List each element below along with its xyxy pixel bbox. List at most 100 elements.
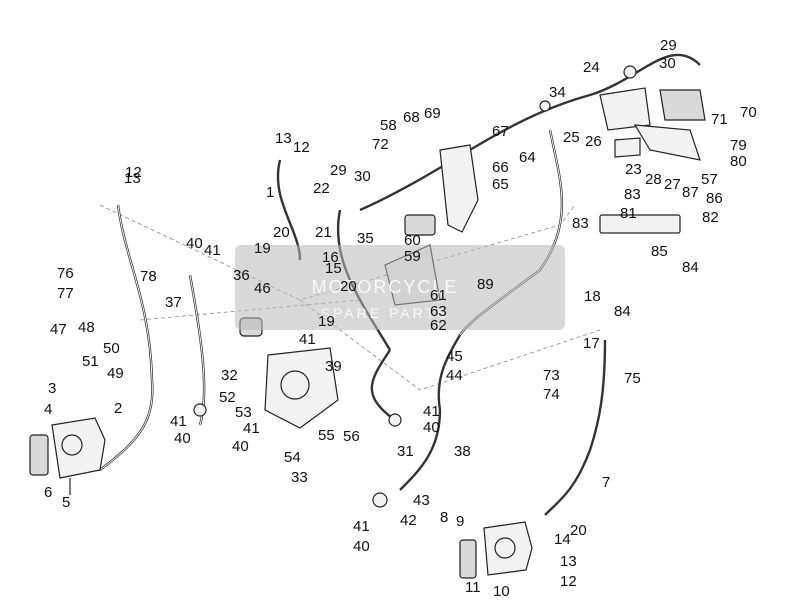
callout-53: 53 [235,404,252,421]
callout-13: 13 [124,170,141,187]
callout-5: 5 [62,494,70,511]
callout-26: 26 [585,133,602,150]
callout-40: 40 [353,538,370,555]
callout-31: 31 [397,443,414,460]
callout-34: 34 [549,84,566,101]
callout-69: 69 [424,105,441,122]
callout-84: 84 [614,303,631,320]
callout-15: 15 [325,260,342,277]
callout-85: 85 [651,243,668,260]
callout-73: 73 [543,367,560,384]
callout-81: 81 [620,205,637,222]
callout-41: 41 [170,413,187,430]
callout-12: 12 [293,139,310,156]
callout-32: 32 [221,367,238,384]
callout-7: 7 [602,474,610,491]
callout-77: 77 [57,285,74,302]
callout-19: 19 [318,313,335,330]
rear-brake-hose-upper [359,53,701,516]
callout-42: 42 [400,512,417,529]
callout-27: 27 [664,176,681,193]
callout-21: 21 [315,224,332,241]
callout-45: 45 [446,348,463,365]
callout-86: 86 [706,190,723,207]
callout-64: 64 [519,149,536,166]
callout-13: 13 [560,553,577,570]
callout-54: 54 [284,449,301,466]
callout-59: 59 [404,248,421,265]
callout-44: 44 [446,367,463,384]
callout-41: 41 [353,518,370,535]
callout-8: 8 [440,509,448,526]
callout-79: 79 [730,137,747,154]
callout-30: 30 [659,55,676,72]
callout-41: 41 [204,242,221,259]
front-caliper-left [29,417,106,495]
callout-84: 84 [682,259,699,276]
callout-46: 46 [254,280,271,297]
callout-9: 9 [456,513,464,530]
callout-70: 70 [740,104,757,121]
callout-19: 19 [254,240,271,257]
callout-40: 40 [186,235,203,252]
watermark: MOTORCYCLE SPARE PARTS [235,245,565,330]
callout-40: 40 [423,419,440,436]
callout-40: 40 [174,430,191,447]
callout-83: 83 [624,186,641,203]
callout-10: 10 [493,583,510,600]
callout-39: 39 [325,358,342,375]
callout-37: 37 [165,294,182,311]
callout-67: 67 [492,123,509,140]
watermark-title: MOTORCYCLE [312,277,459,297]
callout-75: 75 [624,370,641,387]
callout-3: 3 [48,380,56,397]
callout-20: 20 [273,224,290,241]
callout-38: 38 [454,443,471,460]
callout-11: 11 [465,579,481,596]
callout-83: 83 [572,215,589,232]
callout-87: 87 [682,184,699,201]
callout-29: 29 [330,162,347,179]
callout-41: 41 [299,331,316,348]
callout-78: 78 [140,268,157,285]
callout-47: 47 [50,321,67,338]
callout-41: 41 [423,403,440,420]
callout-71: 71 [711,111,728,128]
callout-66: 66 [492,159,509,176]
callout-12: 12 [125,164,142,181]
callout-57: 57 [701,171,718,188]
callout-25: 25 [563,129,580,146]
callout-63: 63 [430,303,447,320]
callout-14: 14 [554,531,571,548]
callout-29: 29 [660,37,677,54]
callout-16: 16 [322,249,339,266]
callout-49: 49 [107,365,124,382]
callout-55: 55 [318,427,335,444]
callout-40: 40 [232,438,249,455]
rear-caliper-upper [599,87,706,234]
callout-48: 48 [78,319,95,336]
callout-13: 13 [275,130,292,147]
callout-6: 6 [44,484,52,501]
rear-caliper-bottom [459,521,533,579]
callout-51: 51 [82,353,99,370]
callout-41: 41 [243,420,260,437]
callout-76: 76 [57,265,74,282]
callout-2: 2 [114,400,122,417]
callout-1: 1 [266,184,274,201]
callout-22: 22 [313,180,330,197]
callout-80: 80 [730,153,747,170]
callout-18: 18 [584,288,601,305]
callout-20: 20 [340,278,357,295]
callout-28: 28 [645,171,662,188]
fittings [193,65,637,508]
callout-23: 23 [625,161,642,178]
watermark-subtitle: SPARE PARTS [321,305,450,321]
callout-58: 58 [380,117,397,134]
callout-60: 60 [404,232,421,249]
callout-82: 82 [702,209,719,226]
callout-89: 89 [477,276,494,293]
callout-12: 12 [560,573,577,590]
